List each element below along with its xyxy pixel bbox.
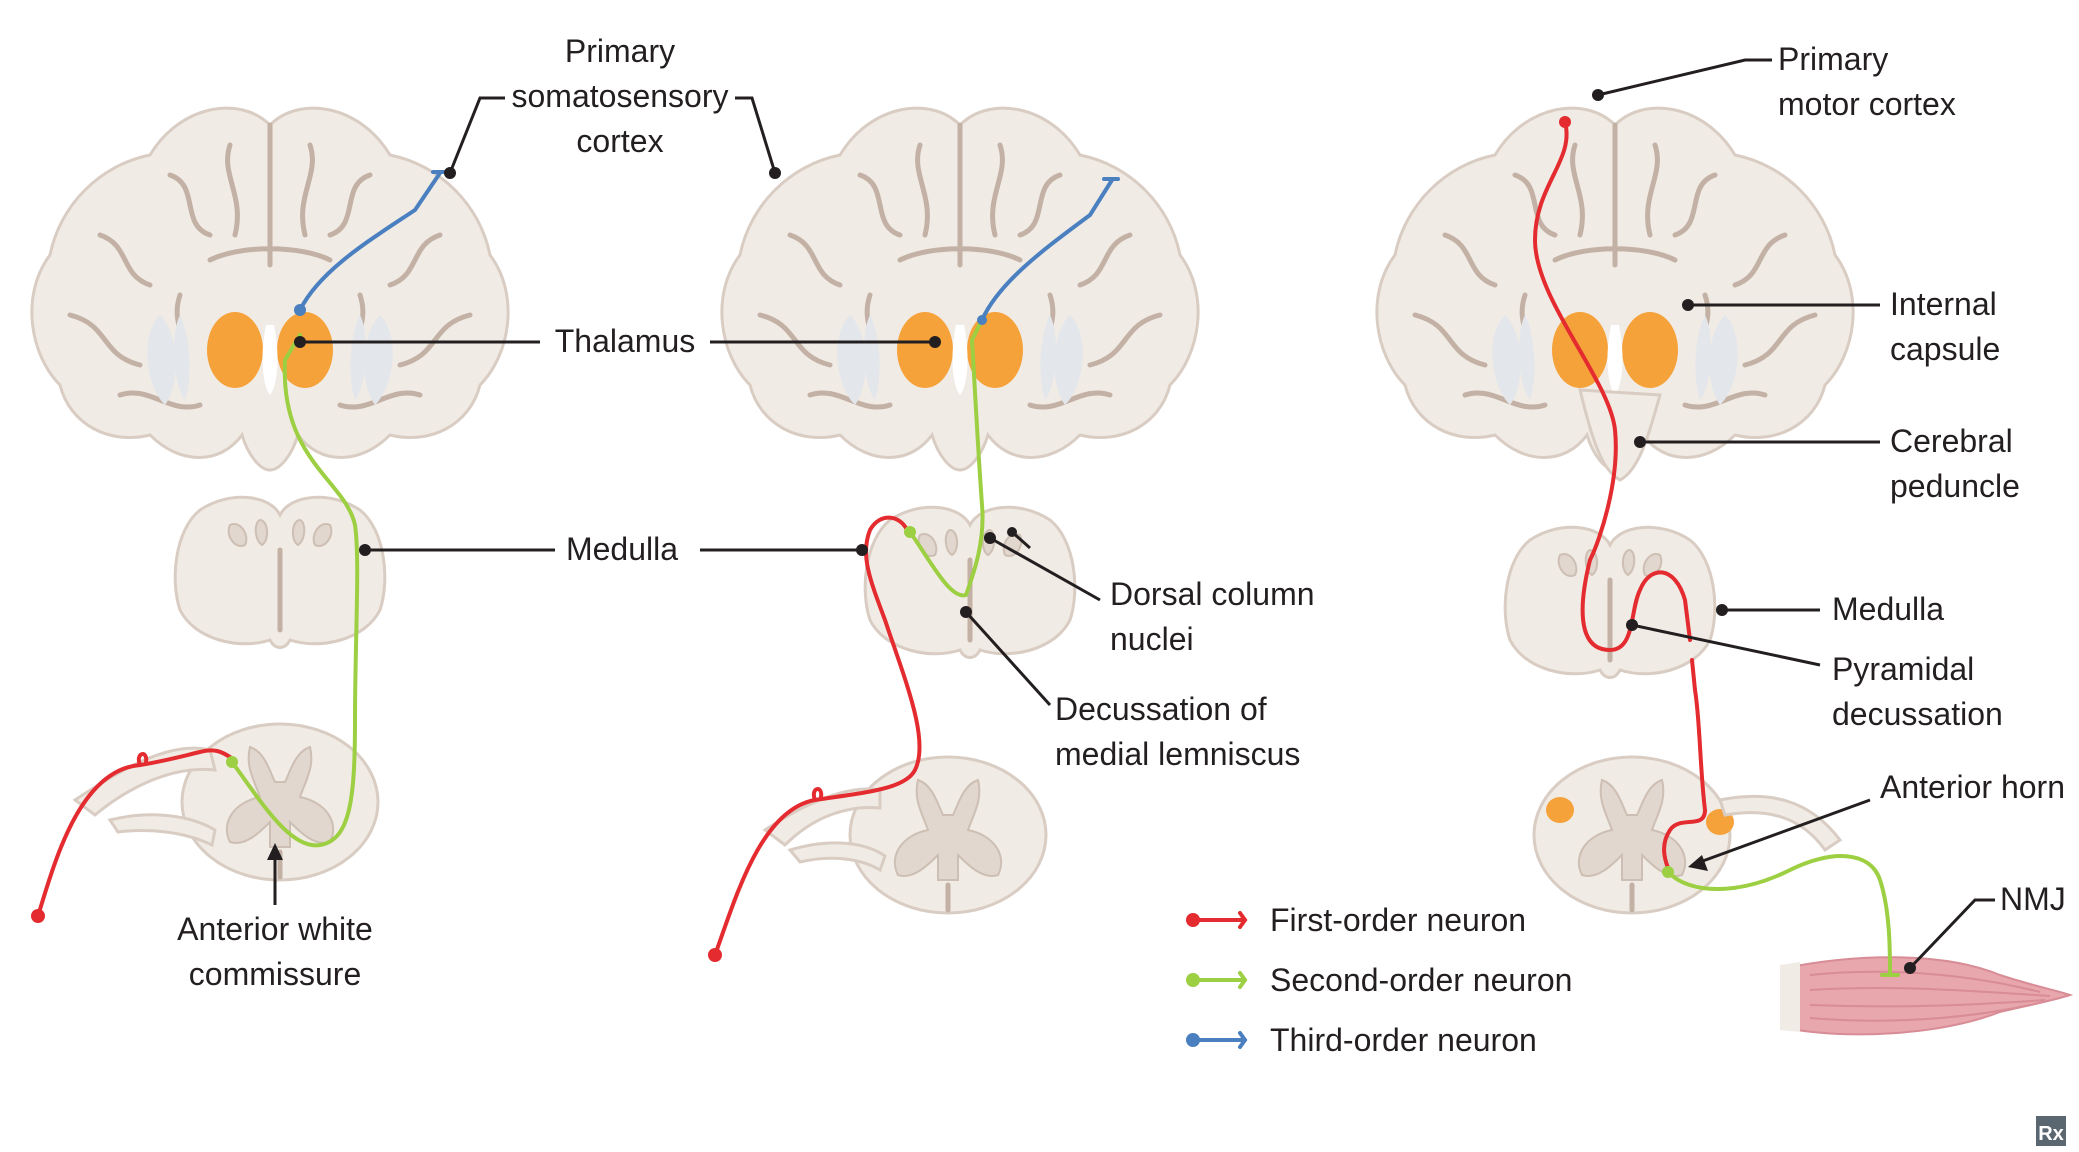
brain-section-left — [32, 108, 508, 470]
labels: Primary somatosensory cortex Thalamus Me… — [177, 33, 2066, 992]
second-order-neuron-right — [1666, 854, 1900, 977]
legend-label: First-order neuron — [1270, 902, 1526, 938]
receptor-dot-middle — [708, 948, 722, 962]
legend-label: Second-order neuron — [1270, 962, 1572, 998]
first-order-neuron-middle — [713, 515, 922, 957]
ventral-root-middle — [787, 841, 887, 873]
receptor-dot-left — [31, 909, 45, 923]
dorsal-root-middle — [762, 787, 882, 847]
panel-dorsal-column — [708, 108, 1198, 962]
legend-swatch-dot — [1186, 1033, 1200, 1047]
synapse-cord-left — [226, 756, 238, 768]
logo-text: Rx — [2038, 1123, 2064, 1145]
label-nmj: NMJ — [2000, 881, 2066, 917]
legend-swatch-dot — [1186, 973, 1200, 987]
muscle-tendon — [1780, 962, 1800, 1032]
label-medulla-right: Medulla — [1832, 591, 1944, 627]
leader-lines — [267, 58, 1995, 974]
label-cerebral-peduncle-1: Cerebral — [1890, 423, 2013, 459]
first-order-neuron-right — [1533, 120, 1707, 870]
label-dorsal-column-1: Dorsal column — [1110, 576, 1315, 612]
muscle-fibers — [1809, 970, 2051, 1022]
panel-spinothalamic — [31, 108, 508, 923]
lateral-tract-left-dot — [1546, 797, 1574, 823]
legend-item: Third-order neuron — [1186, 1022, 1537, 1058]
label-somatosensory-1: Primary — [565, 33, 675, 69]
label-motor-cortex-2: motor cortex — [1778, 86, 1956, 122]
synapse-thalamus-left — [294, 304, 306, 316]
label-somatosensory-3: cortex — [576, 123, 663, 159]
label-thalamus: Thalamus — [555, 323, 696, 359]
label-anterior-white-2: commissure — [189, 956, 361, 992]
second-order-neuron-left — [230, 333, 360, 848]
rx-logo-icon: Rx — [2036, 1116, 2066, 1146]
label-dorsal-column-2: nuclei — [1110, 621, 1194, 657]
legend-label: Third-order neuron — [1270, 1022, 1537, 1058]
legend-item: Second-order neuron — [1186, 962, 1572, 998]
label-motor-cortex-1: Primary — [1778, 41, 1888, 77]
synapse-medulla-middle — [904, 526, 916, 538]
legend-item: First-order neuron — [1186, 902, 1526, 938]
label-cerebral-peduncle-2: peduncle — [1890, 468, 2020, 504]
label-anterior-horn: Anterior horn — [1880, 769, 2065, 805]
brain-section-middle — [722, 108, 1198, 470]
label-internal-capsule-1: Internal — [1890, 286, 1997, 322]
first-order-neuron-left — [36, 748, 232, 918]
legend-swatch-line — [1191, 911, 1248, 929]
ganglion-loop-left — [136, 752, 149, 767]
label-medulla-shared: Medulla — [566, 531, 678, 567]
label-anterior-white-1: Anterior white — [177, 911, 373, 947]
synapse-thalamus-middle — [977, 315, 987, 325]
ganglion-loop-middle — [811, 787, 824, 802]
label-internal-capsule-2: capsule — [1890, 331, 2000, 367]
label-decussation-ml-2: medial lemniscus — [1055, 736, 1300, 772]
ventral-root-right — [1718, 794, 1843, 853]
label-pyramidal-1: Pyramidal — [1832, 651, 1974, 687]
muscle-shape — [1784, 956, 2074, 1036]
legend-swatch-line — [1191, 971, 1248, 989]
synapse-anterior-horn — [1662, 866, 1674, 878]
motor-cortex-soma — [1559, 116, 1571, 128]
label-somatosensory-2: somatosensory — [512, 78, 729, 114]
legend-swatch-dot — [1186, 913, 1200, 927]
label-decussation-ml-1: Decussation of — [1055, 691, 1267, 727]
cerebral-peduncle-shape — [1578, 388, 1662, 482]
third-order-neuron-left — [298, 170, 448, 312]
legend-swatch-line — [1191, 1031, 1248, 1049]
panel-corticospinal — [1377, 108, 2074, 1036]
label-pyramidal-2: decussation — [1832, 696, 2003, 732]
second-order-neuron-middle — [908, 318, 985, 598]
ventral-root-left — [107, 813, 217, 848]
spinal-cord-middle — [850, 757, 1046, 913]
third-order-neuron-middle — [980, 177, 1120, 322]
